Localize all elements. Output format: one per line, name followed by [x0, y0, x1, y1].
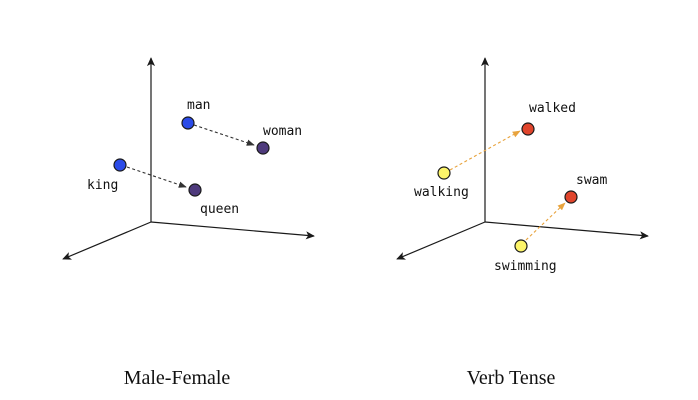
swimming-label: swimming [494, 259, 557, 274]
verb-tense-caption: Verb Tense [467, 367, 556, 389]
walking-to-walked-arrow [449, 130, 521, 171]
swam-point [564, 190, 578, 204]
verb-tense-axis-left [396, 221, 486, 260]
male-female-caption: Male-Female [124, 367, 231, 389]
queen-point [188, 183, 202, 197]
king-point [113, 158, 127, 172]
queen-label: queen [200, 202, 239, 217]
male-female-axis-left [62, 221, 152, 260]
verb-tense-axes [396, 57, 649, 260]
man-point [181, 116, 195, 130]
swimming-point [514, 239, 528, 253]
swam-label: swam [576, 173, 607, 188]
walking-label: walking [414, 185, 469, 200]
male-female-panel: man woman king queen Male-Female [62, 57, 315, 389]
verb-tense-panel: walked walking swam swimming Verb Tense [396, 57, 649, 389]
male-female-axis-right [150, 221, 315, 240]
man-label: man [187, 98, 210, 113]
woman-point [256, 141, 270, 155]
woman-label: woman [263, 124, 302, 139]
king-to-queen-arrow [126, 166, 187, 188]
walked-point [521, 122, 535, 136]
king-label: king [87, 178, 118, 193]
male-female-axes [62, 57, 315, 260]
walked-label: walked [529, 101, 576, 116]
verb-tense-axis-right [484, 221, 649, 240]
man-to-woman-arrow [193, 124, 255, 146]
walking-point [437, 166, 451, 180]
swimming-to-swam-arrow [525, 202, 566, 241]
